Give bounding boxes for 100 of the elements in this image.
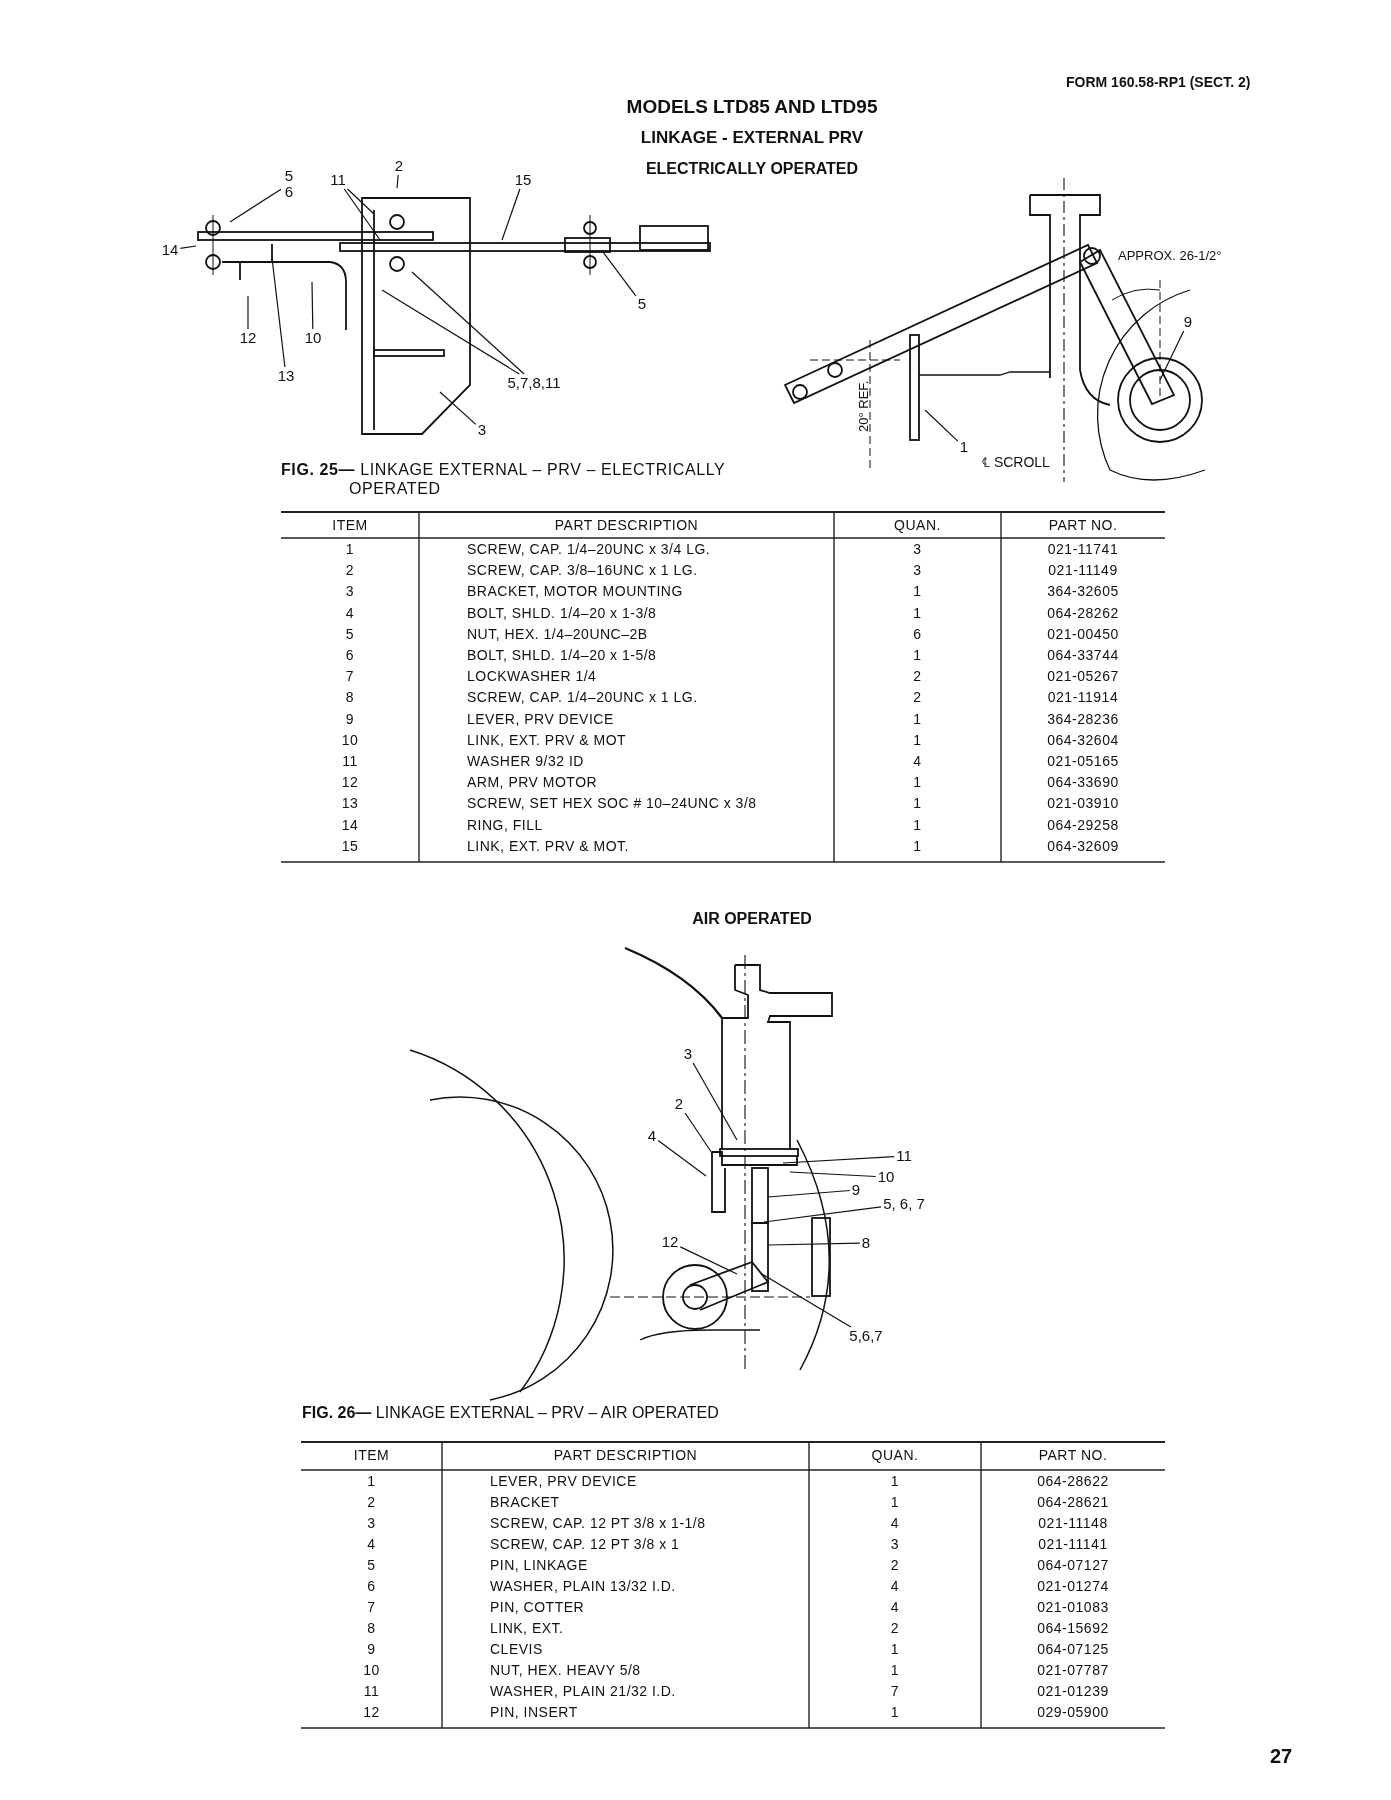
part-description: BOLT, SHLD. 1/4–20 x 1-5/8 [467, 646, 657, 665]
leader-line [782, 1156, 895, 1164]
page-title: MODELS LTD85 AND LTD95 [626, 96, 878, 118]
quantity: 4 [889, 1598, 901, 1617]
column-header: PART NO. [1047, 516, 1119, 535]
callout-number: 5, 6, 7 [883, 1196, 925, 1212]
part-description: PIN, INSERT [490, 1703, 578, 1722]
quantity: 1 [912, 646, 923, 665]
part-number: 021-01083 [1036, 1598, 1110, 1617]
leader-line [1159, 330, 1185, 381]
part-description: ARM, PRV MOTOR [467, 773, 598, 793]
quantity: 2 [912, 688, 923, 708]
part-number: 064-07127 [1036, 1556, 1110, 1575]
callout-number: 5,6,7 [849, 1328, 883, 1344]
callout-number: 12 [661, 1234, 679, 1250]
part-description: PIN, LINKAGE [490, 1556, 588, 1575]
quantity: 1 [889, 1703, 901, 1722]
part-number: 064-28622 [1036, 1472, 1110, 1491]
item-number: 1 [344, 540, 356, 559]
part-description: PIN, COTTER [490, 1598, 585, 1617]
item-number: 6 [366, 1577, 377, 1596]
figure-caption: FIG. 25— LINKAGE EXTERNAL – PRV – ELECTRICALLY OPERATED [281, 460, 727, 498]
item-number: 5 [344, 624, 356, 644]
quantity: 1 [889, 1661, 901, 1680]
item-number: 6 [344, 646, 356, 665]
part-number: 064-15692 [1036, 1619, 1110, 1638]
callout-number: 9 [1183, 314, 1193, 330]
callout-number: 11 [896, 1148, 912, 1164]
leader-line [411, 271, 525, 375]
part-description: SCREW, CAP. 1/4–20UNC x 1 LG. [467, 688, 698, 708]
part-number: 021-11914 [1046, 688, 1120, 708]
part-description: SCREW, CAP. 12 PT 3/8 x 1-1/8 [490, 1514, 706, 1533]
callout-number: 10 [304, 330, 322, 346]
part-number: 064-29258 [1046, 815, 1120, 835]
item-number: 4 [366, 1535, 377, 1554]
part-number: 364-28236 [1046, 709, 1120, 729]
item-number: 13 [340, 794, 360, 814]
quantity: 2 [889, 1619, 901, 1638]
part-number: 021-07787 [1036, 1661, 1110, 1680]
item-number: 7 [344, 667, 356, 687]
leader-line [789, 1171, 877, 1178]
part-description: SCREW, CAP. 3/8–16UNC x 1 LG. [467, 561, 698, 581]
callout-number: 5 6 [283, 168, 295, 200]
column-header: PART NO. [1037, 1446, 1109, 1465]
item-number: 11 [362, 1682, 381, 1701]
leader-line [271, 257, 286, 368]
part-number: 021-00450 [1046, 624, 1120, 644]
callout-number: 8 [861, 1235, 871, 1251]
part-description: RING, FILL [467, 815, 543, 835]
form-number: FORM 160.58-RP1 (SECT. 2) [1066, 74, 1251, 90]
part-description: LINK, EXT. PRV & MOT. [467, 836, 629, 856]
callout-number: 12 [239, 330, 257, 346]
part-description: BOLT, SHLD. 1/4–20 x 1-3/8 [467, 603, 657, 623]
section-heading: ELECTRICALLY OPERATED [645, 160, 859, 178]
leader-line [679, 1246, 738, 1275]
quantity: 1 [889, 1472, 901, 1491]
quantity: 6 [912, 624, 923, 644]
quantity: 1 [912, 794, 923, 814]
leader-line [343, 188, 381, 241]
part-description: LEVER, PRV DEVICE [467, 709, 614, 729]
item-number: 10 [340, 730, 360, 750]
item-number: 8 [344, 688, 356, 708]
part-description: SCREW, CAP. 1/4–20UNC x 3/4 LG. [467, 540, 711, 559]
part-number: 029-05900 [1036, 1703, 1110, 1722]
item-number: 9 [344, 709, 356, 729]
leader-line [767, 1242, 861, 1246]
quantity: 1 [912, 815, 923, 835]
item-number: 7 [366, 1598, 377, 1617]
part-number: 364-32605 [1046, 582, 1120, 602]
leader-line [657, 1140, 707, 1177]
part-description: SCREW, CAP. 12 PT 3/8 x 1 [490, 1535, 680, 1554]
leader-line [761, 1273, 852, 1328]
item-number: 3 [366, 1514, 377, 1533]
callout-number: 3 [477, 422, 487, 438]
leader-line [763, 1206, 882, 1223]
section-heading: AIR OPERATED [692, 910, 812, 928]
quantity: 3 [889, 1535, 901, 1554]
dimension-label: 20° REF. [856, 380, 871, 432]
part-number: 021-01239 [1036, 1682, 1110, 1701]
part-description: CLEVIS [490, 1640, 543, 1659]
part-number: 064-07125 [1036, 1640, 1110, 1659]
column-header: ITEM [352, 1446, 391, 1465]
part-number: 064-33690 [1046, 773, 1120, 793]
leader-line [684, 1112, 713, 1154]
part-description: LOCKWASHER 1/4 [467, 667, 597, 687]
item-number: 1 [366, 1472, 377, 1491]
column-header: QUAN. [893, 516, 942, 535]
quantity: 7 [889, 1682, 901, 1701]
part-number: 021-05267 [1046, 667, 1120, 687]
leader-line [381, 289, 520, 375]
item-number: 3 [344, 582, 356, 602]
item-number: 4 [344, 603, 356, 623]
leader-line [924, 409, 959, 442]
leader-line [179, 245, 197, 249]
section-heading: LINKAGE - EXTERNAL PRV [640, 128, 864, 148]
part-number: 021-05165 [1046, 752, 1120, 771]
leader-line [346, 188, 375, 215]
leader-line [229, 188, 282, 223]
callout-number: 2 [394, 158, 404, 174]
callout-number: 4 [647, 1128, 657, 1144]
